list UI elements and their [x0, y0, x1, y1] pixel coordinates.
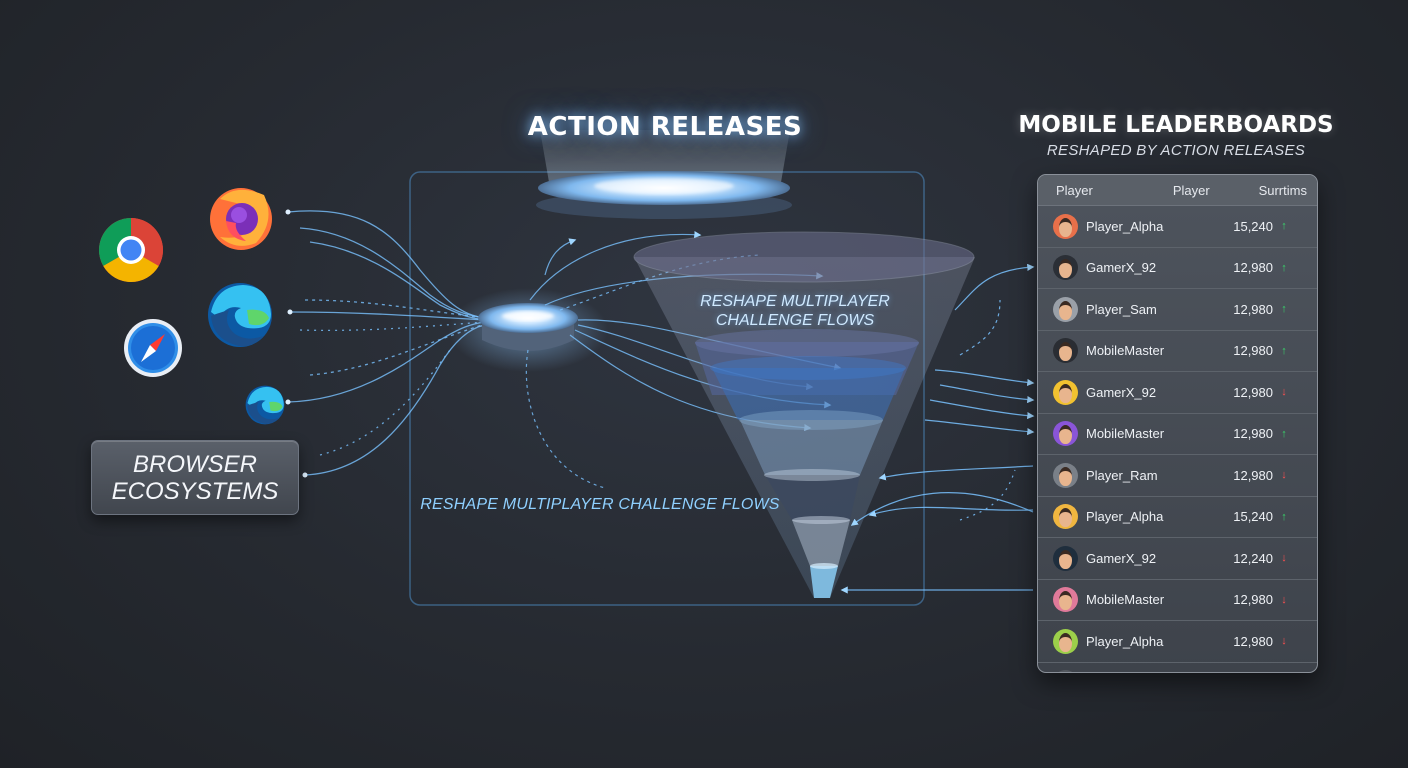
- leaderboard-header: MOBILE LEADERBOARDS RESHAPED BY ACTION R…: [1004, 112, 1348, 159]
- funnel-label-line2: CHALLENGE FLOWS: [715, 312, 875, 329]
- player-name: Player_Ram: [1086, 467, 1158, 483]
- action-releases-title: ACTION RELEASES: [527, 112, 803, 142]
- player-score: 15,240: [1233, 509, 1273, 525]
- column-header: Player: [1172, 182, 1210, 198]
- trend-down-icon: ↓: [1281, 552, 1287, 565]
- output-flows: [840, 263, 1035, 594]
- leaderboard-subtitle: RESHAPED BY ACTION RELEASES: [1046, 142, 1306, 159]
- avatar: [1053, 670, 1078, 672]
- funnel-label: RESHAPE MULTIPLAYER CHALLENGE FLOWS: [690, 292, 900, 330]
- player-name: MobileMaster: [1086, 426, 1165, 442]
- leaderboard-title: MOBILE LEADERBOARDS: [1018, 112, 1334, 138]
- browser-box-line2: ECOSYSTEMS: [111, 477, 279, 505]
- player-score: 12,980: [1233, 467, 1273, 483]
- table-row[interactable]: GamerX_92 12,980 ↑: [1038, 248, 1317, 289]
- browser-box-line1: BROWSER: [132, 450, 257, 478]
- chrome-icon: [99, 218, 163, 282]
- edge-icon: [208, 283, 272, 347]
- table-row[interactable]: Player_Alpha 15,240 ↑: [1038, 497, 1317, 538]
- table-row[interactable]: GamerX_92 12,980 ↓: [1038, 372, 1317, 414]
- firefox-icon: [210, 188, 272, 250]
- trend-up-icon: ↑: [1281, 510, 1287, 523]
- player-name: Player_Alpha: [1086, 509, 1164, 525]
- trend-up-icon: ↑: [1281, 261, 1287, 274]
- player-score: 12,980: [1233, 426, 1273, 442]
- player-name: GamerX_92: [1086, 550, 1157, 566]
- funnel-label-line1: RESHAPE MULTIPLAYER: [700, 293, 890, 310]
- avatar: [1053, 296, 1078, 322]
- table-row[interactable]: MobileMaster 12,980 ↑: [1038, 331, 1317, 372]
- avatar: [1053, 255, 1078, 281]
- trend-up-icon: ↑: [1281, 427, 1287, 440]
- trend-up-icon: ↑: [1281, 220, 1287, 233]
- avatar: [1053, 504, 1078, 530]
- column-header: Surrtims: [1258, 182, 1307, 198]
- player-name: Player_Alpha: [1086, 218, 1164, 234]
- avatar: [1053, 338, 1078, 364]
- avatar: [1053, 379, 1078, 405]
- player-score: 12,980: [1233, 633, 1273, 649]
- table-row[interactable]: Player_Alpha 12,980 ↓: [1038, 621, 1317, 663]
- player-name: GamerX_92: [1086, 384, 1157, 400]
- browser-ecosystems-box: BROWSER ECOSYSTEMS: [91, 440, 299, 515]
- player-score: 12,980: [1233, 384, 1273, 400]
- player-score: 12,240: [1233, 550, 1273, 566]
- input-dots: [285, 209, 308, 478]
- trend-down-icon: ↓: [1281, 635, 1287, 648]
- column-header: Player: [1056, 182, 1093, 198]
- trend-up-icon: ↑: [1281, 344, 1287, 357]
- edge-icon-small: [245, 385, 285, 425]
- avatar: [1053, 545, 1078, 571]
- player-name: MobileMaster: [1086, 592, 1165, 608]
- player-score: 12,980: [1233, 592, 1273, 608]
- player-score: 15,240: [1233, 218, 1273, 234]
- player-name: MobileMaster: [1086, 343, 1165, 359]
- player-name: Player_Alpha: [1086, 633, 1164, 649]
- table-row[interactable]: Player_Sam 12,980 ↑: [1038, 289, 1317, 331]
- avatar: [1053, 462, 1078, 488]
- player-score: 12,980: [1233, 301, 1273, 317]
- table-row[interactable]: MobileMaster 12,980 ↑: [1038, 414, 1317, 455]
- table-row[interactable]: GamerX_92 12,240 ↓: [1038, 538, 1317, 580]
- leaderboard-column-headers: Player Player Surrtims: [1038, 175, 1317, 206]
- avatar: [1053, 213, 1078, 239]
- trend-down-icon: ↓: [1281, 593, 1287, 606]
- trend-down-icon: ↓: [1281, 386, 1287, 399]
- bottom-flow-label: RESHAPE MULTIPLAYER CHALLENGE FLOWS: [420, 496, 780, 513]
- table-row[interactable]: Player_Ram 12,980 ↓: [1038, 455, 1317, 497]
- leaderboard-panel: Player Player Surrtims Player_Alpha 15,24…: [1037, 174, 1318, 673]
- trend-down-icon: ↓: [1281, 469, 1287, 482]
- trend-up-icon: ↑: [1281, 303, 1287, 316]
- player-score: 12,980: [1233, 343, 1273, 359]
- player-score: 12,980: [1233, 260, 1273, 276]
- avatar: [1053, 628, 1078, 654]
- safari-icon: [124, 319, 182, 377]
- player-name: GamerX_92: [1086, 260, 1157, 276]
- avatar: [1053, 587, 1078, 613]
- avatar: [1053, 421, 1078, 447]
- player-name: Player_Sam: [1086, 301, 1157, 317]
- funnel: [633, 231, 975, 598]
- table-row[interactable]: MobileMaster 12,980 ↓: [1038, 580, 1317, 621]
- table-row[interactable]: Player_Alpha 15,240 ↑: [1038, 206, 1317, 248]
